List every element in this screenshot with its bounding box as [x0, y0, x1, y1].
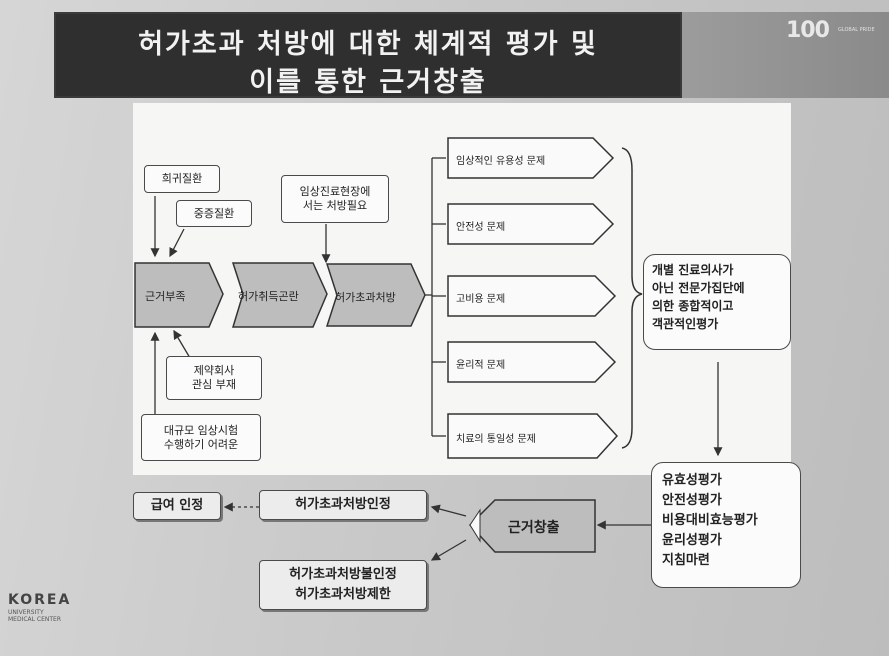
- problem-label-1: 임상적인 유용성 문제: [456, 156, 546, 167]
- expert-assessment-box: 개별 진료의사가 아닌 전문가집단에 의한 종합적이고 객관적인평가: [643, 254, 791, 350]
- anniversary-logo: 100: [786, 18, 830, 43]
- problem-label-5: 치료의 통일성 문제: [456, 434, 536, 445]
- pharma-interest-box: 제약회사 관심 부재: [166, 356, 262, 400]
- large-trial-line-1: 대규모 임상시험: [163, 423, 239, 437]
- rare-disease-box: 희귀질환: [144, 165, 220, 193]
- evidence-lack-arrow: [134, 262, 224, 328]
- evidence-generation-arrow: [468, 499, 596, 553]
- pharma-interest-line-1: 제약회사: [193, 364, 235, 377]
- problems-brace: [621, 147, 643, 449]
- offlabel-approve-box: 허가초과처방인정: [259, 490, 427, 520]
- problem-arrow-1: [447, 137, 615, 179]
- institution-sub-line-1: UNIVERSITY: [8, 609, 44, 616]
- rare-disease-label: 희귀질환: [161, 172, 203, 185]
- anniversary-logo-caption: GLOBAL PRIDE: [838, 27, 875, 33]
- clinical-need-line-1: 임상진료현장에: [299, 185, 371, 198]
- large-trial-line-2: 수행하기 어려운: [163, 437, 239, 451]
- offlabel-disapprove-box: 허가초과처방불인정 허가초과처방제한: [259, 560, 427, 610]
- evaluation-line-3: 비용대비효능평가: [662, 513, 758, 528]
- problem-label-3: 고비용 문제: [456, 294, 506, 305]
- offlabel-disapprove-label: 허가초과처방불인정: [289, 567, 397, 582]
- clinical-need-box: 임상진료현장에 서는 처방필요: [281, 175, 389, 223]
- evaluation-line-2: 안전성평가: [662, 493, 722, 508]
- evaluation-box: 유효성평가 안전성평가 비용대비효능평가 윤리성평가 지침마련: [651, 462, 801, 588]
- reimbursement-label: 급여 인정: [150, 498, 204, 513]
- evidence-generation-label: 근거창출: [508, 520, 560, 536]
- offlabel-restrict-label: 허가초과처방제한: [295, 587, 391, 602]
- problem-label-4: 윤리적 문제: [456, 360, 506, 371]
- large-trial-box: 대규모 임상시험 수행하기 어려운: [141, 414, 261, 461]
- evidence-lack-label: 근거부족: [145, 290, 186, 303]
- reimbursement-box: 급여 인정: [133, 492, 221, 520]
- institution-logo-sub: UNIVERSITY MEDICAL CENTER: [8, 609, 61, 623]
- institution-sub-line-2: MEDICAL CENTER: [8, 616, 61, 623]
- severe-disease-box: 중증질환: [176, 200, 252, 227]
- severe-disease-label: 중증질환: [193, 206, 235, 220]
- problem-arrow-5: [447, 413, 619, 459]
- header-gray-strip: [682, 12, 889, 98]
- pharma-interest-line-2: 관심 부재: [192, 378, 236, 391]
- evaluation-line-1: 유효성평가: [662, 473, 722, 488]
- evidence-generation-notch: [469, 508, 481, 543]
- approval-difficulty-arrow: [231, 262, 328, 328]
- arrow-to-disapprove: [430, 539, 467, 561]
- problem-arrow-3: [447, 275, 617, 317]
- offlabel-rx-label: 허가초과처방: [335, 291, 396, 304]
- approval-difficulty-label: 허가취득곤란: [238, 290, 299, 303]
- evaluation-line-4: 윤리성평가: [662, 533, 722, 548]
- offlabel-rx-arrow: [325, 263, 426, 327]
- arrow-severe-to-evidence: [169, 228, 185, 258]
- assessment-line-1: 개별 진료의사가: [652, 263, 734, 277]
- title-band: 허가초과 처방에 대한 체계적 평가 및 이를 통한 근거창출: [54, 12, 682, 98]
- assessment-line-3: 의한 종합적이고: [652, 299, 734, 313]
- title-line-1: 허가초과 처방에 대한 체계적 평가 및: [138, 29, 598, 60]
- assessment-line-2: 아닌 전문가집단에: [652, 281, 745, 295]
- offlabel-approve-label: 허가초과처방인정: [295, 497, 391, 512]
- arrow-pharma-to-evidence: [173, 329, 191, 359]
- arrow-to-approve: [430, 504, 467, 517]
- problem-arrow-4: [447, 341, 617, 383]
- institution-logo: KOREA: [8, 592, 72, 608]
- clinical-need-line-2: 서는 처방필요: [302, 199, 368, 212]
- problem-label-2: 안전성 문제: [456, 222, 506, 233]
- evaluation-line-5: 지침마련: [662, 553, 710, 568]
- title-line-2: 이를 통한 근거창출: [249, 67, 487, 98]
- problem-arrow-2: [447, 203, 615, 245]
- assessment-line-4: 객관적인평가: [652, 317, 719, 331]
